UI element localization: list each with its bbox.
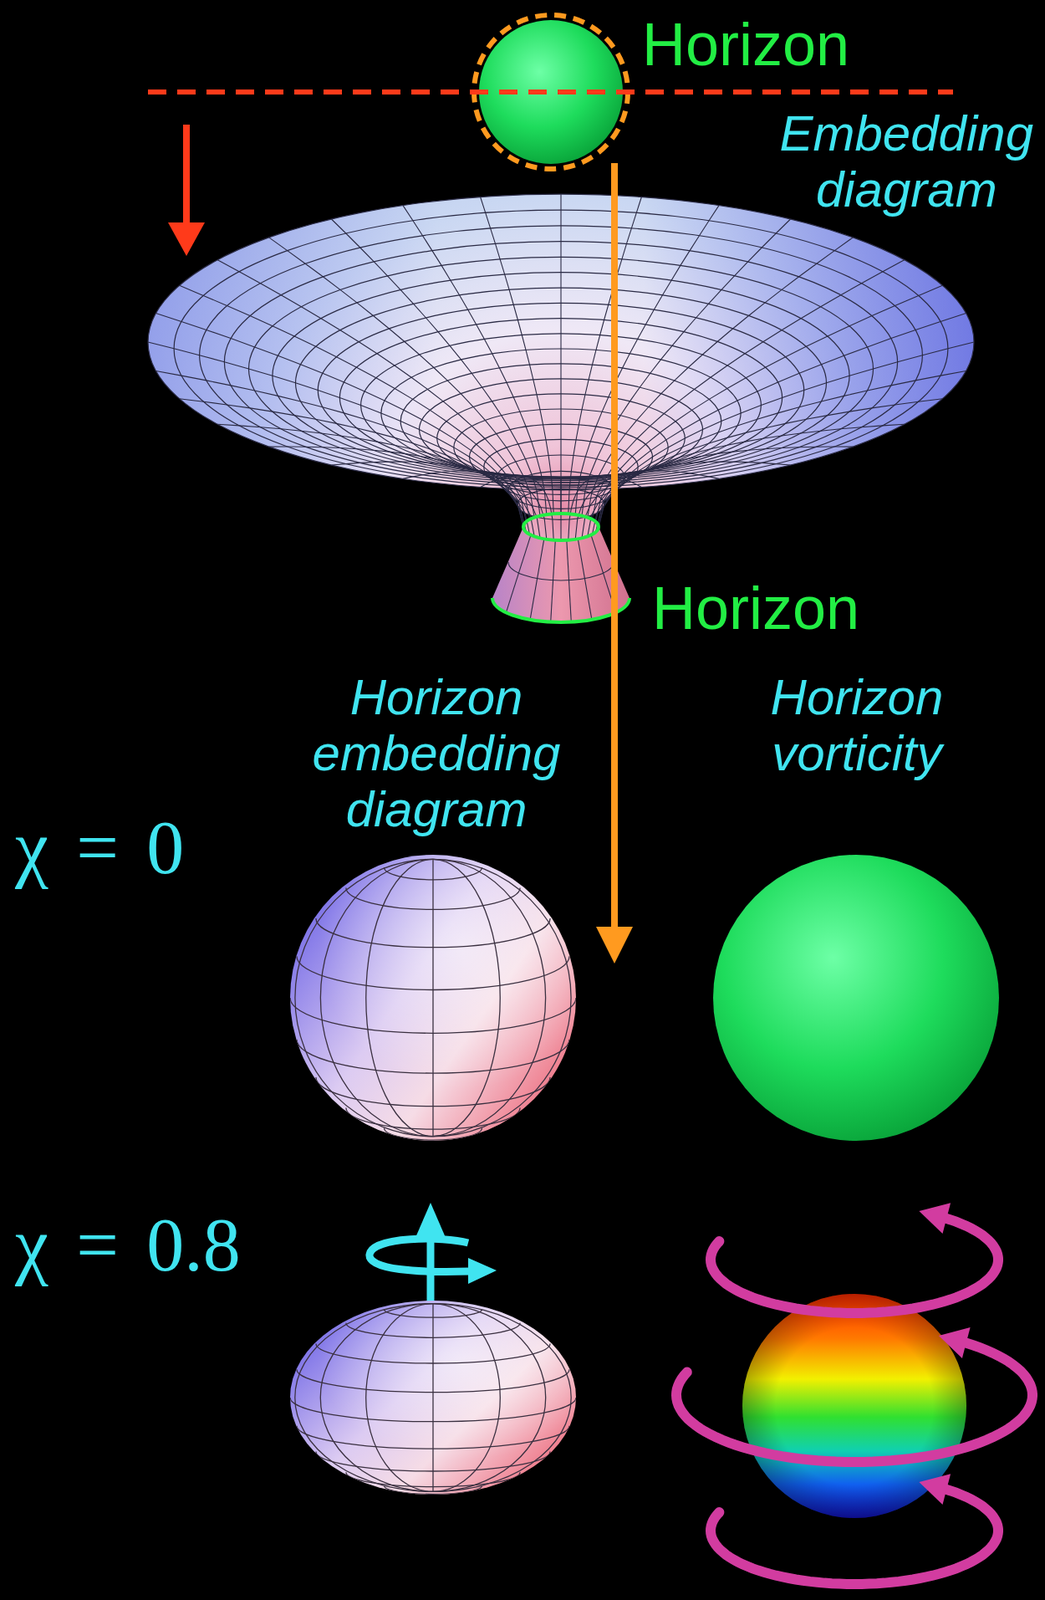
funnel-meridian: [269, 446, 536, 536]
funnel-meridian: [568, 474, 643, 540]
funnel-meridian: [597, 313, 966, 525]
funnel-meridian: [591, 259, 904, 520]
funnel-meridian: [598, 341, 974, 527]
oblate-horizon: [290, 1299, 577, 1494]
funnel-meridian: [217, 423, 530, 535]
vorticity-arrows-back: [676, 1217, 1033, 1530]
skirt-meridian: [550, 540, 556, 622]
funnel-meridian: [147, 341, 524, 527]
funnel-meridian: [587, 446, 854, 536]
vorticity-arc-front: [676, 1394, 1033, 1462]
funnel-meridian: [596, 285, 944, 522]
red-arrow-head: [168, 222, 205, 256]
funnel-meridian: [591, 423, 904, 535]
funnel-meridian: [402, 205, 547, 515]
spin-axis-head: [414, 1202, 447, 1239]
meridian-line: [432, 1303, 434, 1492]
cut-line: [147, 89, 954, 95]
funnel-meridian: [568, 197, 643, 515]
funnel-shading: [142, 188, 979, 548]
meridian-line: [433, 858, 546, 1136]
funnel-meridian: [331, 461, 541, 538]
funnel-meridian: [597, 371, 966, 531]
meridian-line: [320, 858, 434, 1136]
funnel-meridian: [480, 474, 555, 540]
vorticity-arc-back: [944, 1488, 999, 1530]
funnel-meridian: [156, 313, 525, 525]
sphere-highlight: [290, 854, 577, 1141]
column-title: Horizon embedding diagram: [312, 668, 561, 837]
skirt-horizon-ring: [492, 597, 630, 622]
funnel-meridian: [331, 219, 541, 516]
skirt-ring: [508, 561, 614, 581]
vorticity-arrowhead: [918, 1473, 951, 1504]
vorticity-sphere-spinning: [742, 1293, 967, 1518]
meridian-line: [320, 1303, 434, 1492]
spin-axis: [427, 1235, 435, 1307]
red-arrow-shaft: [183, 124, 190, 226]
funnel-meridian: [217, 259, 530, 520]
meridian-line: [432, 858, 434, 1136]
meridian-line: [433, 858, 571, 1136]
panel-title: Embedding diagram: [779, 105, 1035, 218]
vorticity-arc-back: [966, 1342, 1033, 1395]
spin-value: χ = 0.8: [15, 1201, 241, 1288]
orange-arrow-head: [596, 926, 633, 964]
funnel-meridian: [560, 193, 561, 514]
oblate-highlight: [290, 1299, 577, 1494]
meridian-line: [433, 858, 500, 1136]
oblate-grid: [290, 1303, 577, 1494]
vorticity-arc-front: [710, 1529, 999, 1584]
vorticity-arrows-front: [676, 1202, 1033, 1584]
spin-curl-head: [468, 1257, 497, 1284]
skirt-meridian: [566, 540, 572, 622]
vorticity-sphere: [713, 854, 1000, 1141]
meridian-line: [366, 1303, 434, 1492]
orange-arrow-shaft: [611, 163, 618, 930]
funnel-meridian: [156, 371, 525, 531]
funnel-meridian: [269, 237, 536, 518]
skirt-meridian: [505, 535, 531, 613]
sphere-grid: [290, 858, 577, 1140]
vorticity-arc-back: [944, 1217, 999, 1260]
spin-curl: [369, 1238, 470, 1271]
meridian-line: [366, 858, 434, 1136]
column-title: Horizon vorticity: [770, 668, 944, 781]
spin-value: χ = 0: [15, 804, 184, 891]
meridian-line: [295, 1303, 434, 1492]
throat-horizon-ring: [523, 513, 599, 541]
vorticity-arrowhead: [918, 1202, 951, 1234]
sphere-shading: [742, 1293, 967, 1518]
meridian-line: [433, 1303, 546, 1492]
funnel-meridian: [587, 237, 854, 518]
horizon-sphere-embedding: [290, 854, 577, 1141]
meridian-line: [433, 1303, 500, 1492]
horizon-label: Horizon: [652, 573, 860, 643]
horizon-label: Horizon: [642, 10, 850, 79]
vorticity-arrowhead: [938, 1326, 971, 1358]
meridian-line: [295, 858, 434, 1136]
vorticity-arc-front: [710, 1259, 999, 1313]
funnel-meridian: [480, 197, 555, 515]
embedding-funnel: [142, 188, 979, 548]
funnel-meridian: [596, 398, 944, 533]
vorticity-arc-back: [676, 1371, 688, 1393]
funnel-meridian: [575, 205, 719, 515]
meridian-line: [433, 1303, 571, 1492]
